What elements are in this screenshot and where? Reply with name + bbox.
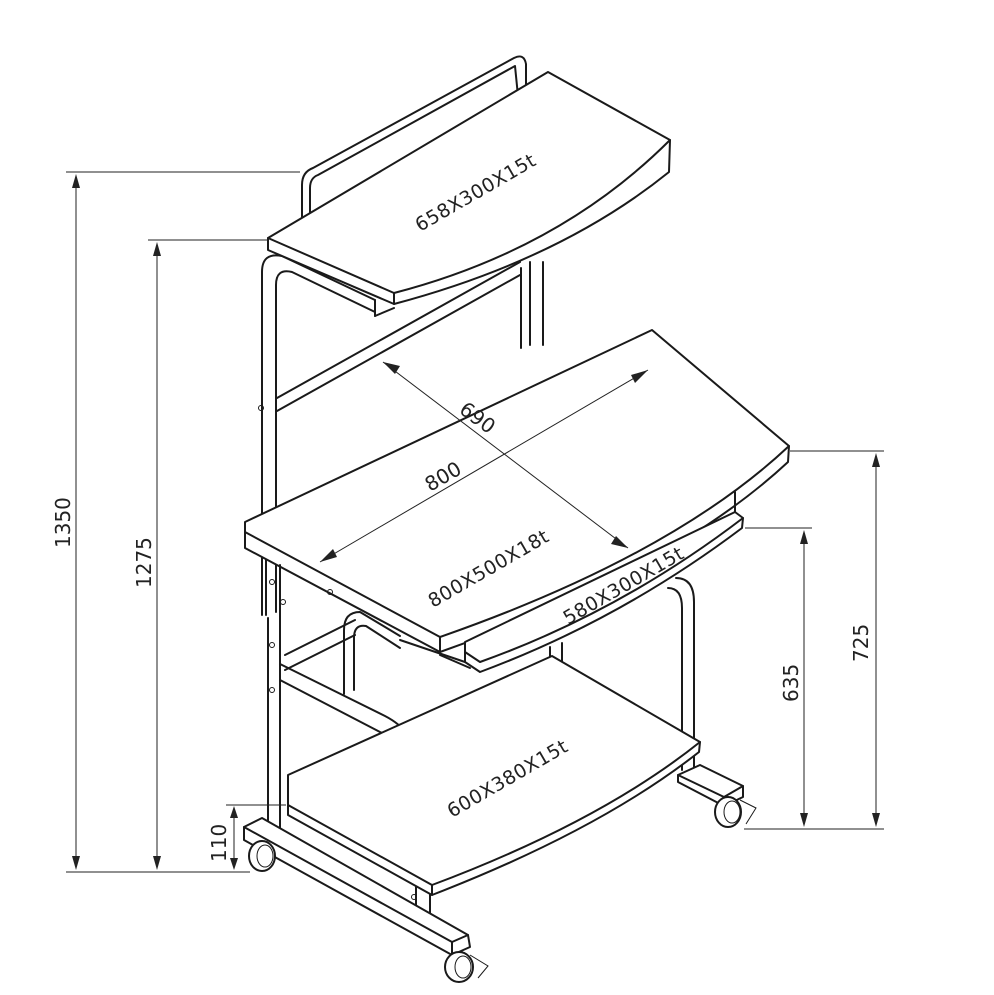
- caster-front: [444, 951, 489, 983]
- label-bottom-shelf-height: 110: [207, 824, 231, 862]
- casters: [248, 796, 757, 983]
- bottom-shelf: [287, 655, 701, 896]
- label-top-shelf-height: 1275: [132, 537, 156, 588]
- dimension-725: 725: [744, 450, 884, 830]
- caster-left: [248, 840, 276, 872]
- label-desk-height: 725: [849, 624, 873, 662]
- dimension-110: 110: [207, 804, 286, 870]
- dimension-1275: 1275: [132, 239, 268, 870]
- label-tray-height: 635: [779, 664, 803, 702]
- top-shelf: [267, 55, 671, 317]
- keyboard-tray: [399, 491, 744, 673]
- label-total-height: 1350: [51, 497, 75, 548]
- dimension-635: 635: [745, 527, 812, 827]
- caster-right: [714, 796, 757, 828]
- dimension-1350: 1350: [51, 171, 300, 873]
